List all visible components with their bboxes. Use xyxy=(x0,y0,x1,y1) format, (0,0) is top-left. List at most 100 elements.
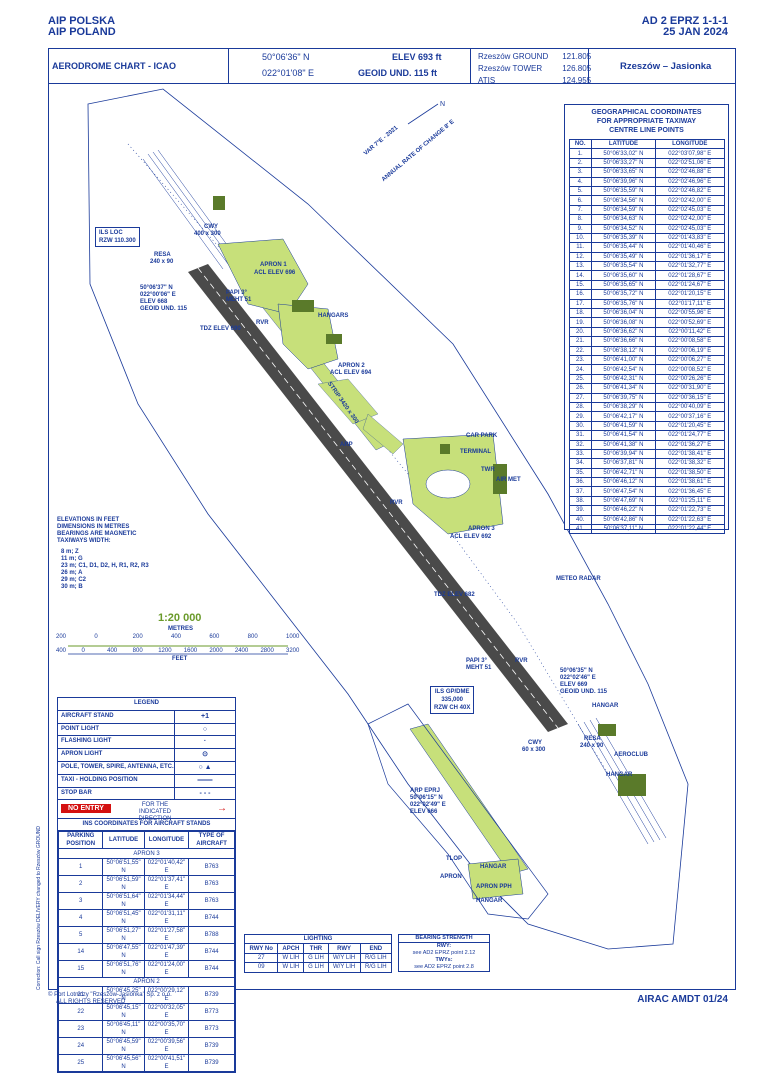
terminal-label: TERMINAL xyxy=(460,449,491,455)
geo-header-no: NO. xyxy=(568,138,592,150)
ils-loc-title: ILS LOC xyxy=(99,230,123,236)
arp-eprj-elev: ELEV 666 xyxy=(410,809,438,815)
note-line: ELEVATIONS IN FEET xyxy=(57,517,120,523)
car-park-label: CAR PARK xyxy=(466,433,498,439)
geo-lat: 50°06'34,52" N xyxy=(590,223,657,234)
eprj-runway xyxy=(409,723,529,875)
geo-no: 1. xyxy=(568,148,592,159)
taxiway-width: 11 m; G xyxy=(61,556,83,562)
chart-topbar xyxy=(48,48,736,84)
geo-lat: 50°06'35,76" N xyxy=(590,298,657,310)
freq-name: Rzeszów TOWER xyxy=(478,64,543,73)
approach-lights-27 xyxy=(142,149,239,270)
meteo-radar-label: METEO RADAR xyxy=(556,576,601,582)
stand-lat: 50°06'51,55" N xyxy=(102,857,145,876)
geo-title-line: GEOGRAPHICAL COORDINATES xyxy=(591,109,702,116)
scale-tick: 200 xyxy=(56,634,67,640)
legend-symbol-icon: +1 xyxy=(174,710,235,723)
stand-aircraft: B744 xyxy=(188,942,235,961)
geo-lon: 022°02'42,00" E xyxy=(655,195,725,206)
scale-tick: 600 xyxy=(209,634,220,640)
freq-value: 121.805 xyxy=(562,52,592,61)
geo-lat: 50°06'37,11" N xyxy=(590,523,657,535)
geo-no: 30. xyxy=(568,420,592,432)
geo-lon: 022°01'38,50" E xyxy=(655,467,725,479)
apron-1 xyxy=(217,238,309,315)
stand-position: 3 xyxy=(57,891,104,910)
legend-item: FLASHING LIGHT· xyxy=(58,736,235,750)
rvr-label: RVR xyxy=(256,320,269,326)
geo-no: 34. xyxy=(568,458,592,469)
geo-no: 10. xyxy=(568,232,592,244)
eprj-boundary xyxy=(367,703,549,920)
thr-27-info: 50°06'37" N 022°00'06" E ELEV 668 GEOID … xyxy=(140,285,187,313)
geo-lat: 50°06'38,29" N xyxy=(590,401,657,413)
geo-no: 41. xyxy=(568,523,592,535)
scale-ratio: 1:20 000 xyxy=(158,612,202,624)
geo-lat: 50°06'42,71" N xyxy=(590,467,657,479)
stand-lon: 022°00'39,56" E xyxy=(143,1037,190,1056)
arp-longitude: 022°01'08" E xyxy=(262,68,315,78)
freq-name: ATIS xyxy=(478,76,496,85)
bearing-rwy-value: see AD2 EPRZ point 2.12 xyxy=(412,950,476,956)
geo-lon: 022°01'40,46" E xyxy=(655,242,725,253)
stand-lon: 022°00'35,70" E xyxy=(143,1020,190,1039)
lighting-cell: R/G LIH xyxy=(359,962,393,973)
geo-lat: 50°06'46,12" N xyxy=(590,477,657,488)
stand-aircraft: B739 xyxy=(188,1054,235,1073)
scale-tick: 400 xyxy=(107,648,118,654)
thr-lon: 022°00'06" E xyxy=(140,292,176,298)
geo-title-line: FOR APPROPRIATE TAXIWAY xyxy=(596,118,697,125)
acl-1-label: ACL ELEV 696 xyxy=(254,270,296,276)
freq-name: Rzeszów GROUND xyxy=(478,52,549,61)
papi-27-meht: MEHT 51 xyxy=(226,297,252,303)
geo-lon: 022°00'08,52" E xyxy=(655,364,725,375)
stand-position: 23 xyxy=(57,1020,104,1039)
apron-1-label: APRON 1 xyxy=(260,262,287,268)
acl-2-label: ACL ELEV 694 xyxy=(330,370,372,376)
svg-text:N: N xyxy=(440,101,445,108)
stand-lat: 50°06'51,64" N xyxy=(102,891,145,910)
taxiway-connectors xyxy=(317,378,404,455)
stand-lat: 50°06'51,59" N xyxy=(102,874,145,893)
geo-lon: 022°00'36,15" E xyxy=(655,392,725,403)
geo-no: 16. xyxy=(568,289,592,300)
geo-lon: 022°01'36,27" E xyxy=(655,439,725,450)
chart-frame xyxy=(48,48,736,990)
legend-symbol-icon: - - - xyxy=(174,787,235,800)
geo-lon: 022°01'20,15" E xyxy=(655,289,725,300)
geo-lat: 50°06'35,60" N xyxy=(590,270,657,281)
geo-lat: 50°06'33,02" N xyxy=(590,148,657,159)
geo-lat: 50°06'41,00" N xyxy=(590,354,657,366)
geo-no: 9. xyxy=(568,223,592,234)
stand-lon: 022°01'31,11" E xyxy=(143,908,190,927)
legend-item-label: AIRCRAFT STAND xyxy=(61,712,114,719)
legend-symbol-icon: ═══ xyxy=(174,774,235,787)
note-line: DIMENSIONS IN METRES xyxy=(57,524,130,530)
stands-header: LATITUDE xyxy=(102,831,145,850)
no-entry-desc-line: DIRECTION xyxy=(138,816,172,823)
stand-aircraft: B788 xyxy=(188,925,235,944)
rvr-3-label: RVR xyxy=(515,658,528,664)
geo-lat: 50°06'41,59" N xyxy=(590,420,657,432)
scale-tick: 400 xyxy=(171,634,182,640)
eprj-apron-label: APRON xyxy=(440,874,462,880)
no-entry-desc-line: FOR THE INDICATED xyxy=(139,802,171,816)
apron-pph-label: APRON PPH xyxy=(476,884,512,890)
